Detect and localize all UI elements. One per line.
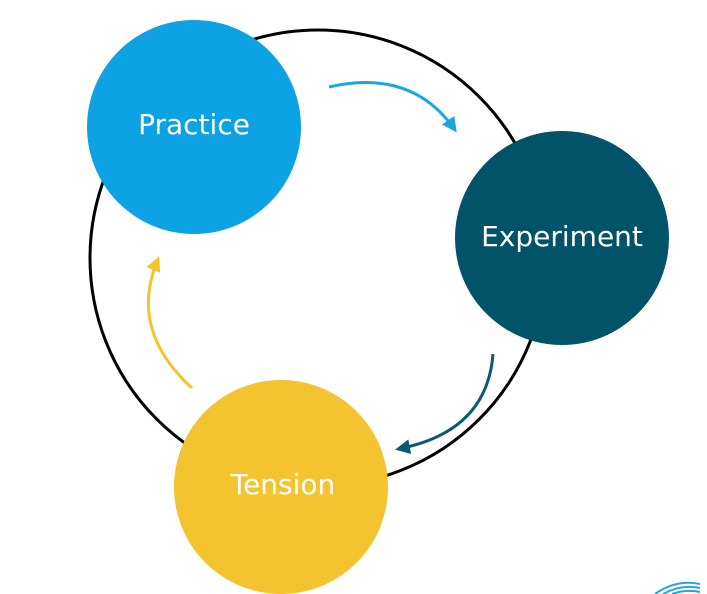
arrow-experiment-to-tension xyxy=(395,353,495,455)
node-experiment-circle xyxy=(455,131,669,345)
node-experiment: Experiment xyxy=(455,131,669,345)
corner-logo xyxy=(654,581,701,594)
node-practice: Practice xyxy=(87,20,301,234)
node-tension: Tension xyxy=(174,380,388,594)
node-practice-circle xyxy=(87,20,301,234)
node-practice-label: Practice xyxy=(138,108,250,141)
logo-arc-outer xyxy=(654,581,701,594)
arrow-practice-to-experiment xyxy=(328,81,457,133)
arrow-tension-to-practice xyxy=(146,256,194,390)
logo-arc-middle xyxy=(662,585,701,594)
logo-arc-inner xyxy=(671,589,701,594)
node-tension-label: Tension xyxy=(230,468,336,501)
node-tension-circle xyxy=(174,380,388,594)
node-experiment-label: Experiment xyxy=(481,220,643,253)
